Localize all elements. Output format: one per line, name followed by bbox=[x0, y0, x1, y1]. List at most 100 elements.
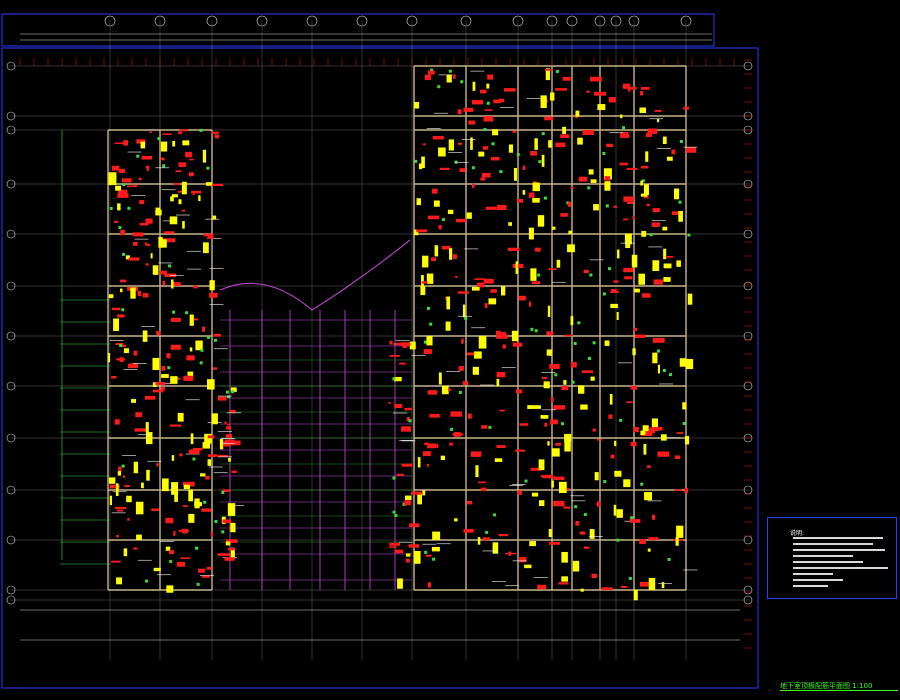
rebar-tag bbox=[461, 338, 464, 344]
rebar-tag bbox=[133, 547, 138, 550]
column-mark bbox=[657, 118, 660, 123]
rebar-tag bbox=[458, 366, 464, 371]
column-mark bbox=[438, 147, 446, 157]
column-mark bbox=[588, 169, 594, 175]
rebar-tag bbox=[231, 470, 238, 473]
column-mark bbox=[610, 303, 618, 309]
rebar-tag bbox=[183, 375, 194, 381]
axis-bubble bbox=[6, 179, 16, 189]
column-mark bbox=[508, 144, 514, 153]
rebar-tag bbox=[156, 462, 159, 467]
rebar-tag bbox=[550, 397, 554, 402]
green-mark bbox=[657, 349, 661, 353]
green-mark bbox=[516, 153, 520, 157]
rebar-tag bbox=[217, 396, 227, 401]
axis-bubble bbox=[743, 179, 753, 189]
rebar-tag bbox=[211, 131, 219, 135]
rebar-tag bbox=[498, 534, 508, 537]
green-mark bbox=[429, 68, 433, 72]
column-mark bbox=[470, 137, 473, 150]
rebar-tag bbox=[163, 231, 175, 234]
green-mark bbox=[622, 126, 626, 130]
column-mark bbox=[614, 470, 622, 477]
rebar-tag bbox=[507, 247, 520, 251]
column-mark bbox=[590, 179, 597, 183]
rebar-tag bbox=[159, 270, 167, 275]
axis-bubble bbox=[628, 15, 640, 27]
column-mark bbox=[604, 181, 611, 191]
rebar-tag bbox=[564, 334, 573, 337]
column-mark bbox=[182, 221, 185, 229]
rebar-tag bbox=[407, 407, 412, 411]
notes-line bbox=[793, 567, 888, 569]
rebar-tag bbox=[163, 238, 176, 243]
rebar-tag bbox=[457, 142, 463, 145]
column-mark bbox=[434, 245, 439, 257]
green-mark bbox=[543, 196, 547, 200]
green-mark bbox=[608, 267, 612, 271]
green-mark bbox=[119, 343, 123, 347]
column-mark bbox=[155, 209, 162, 216]
column-mark bbox=[131, 398, 136, 403]
rebar-tag bbox=[146, 243, 151, 246]
rebar-tag bbox=[549, 541, 560, 545]
rebar-tag bbox=[425, 554, 432, 557]
rebar-tag bbox=[519, 423, 529, 426]
column-mark bbox=[462, 304, 466, 318]
notes-heading: 说明: bbox=[790, 530, 805, 537]
rebar-tag bbox=[111, 560, 121, 563]
rebar-tag bbox=[406, 417, 410, 422]
rebar-tag bbox=[188, 449, 200, 455]
rebar-tag bbox=[498, 98, 505, 103]
green-mark bbox=[225, 390, 229, 394]
column-mark bbox=[135, 501, 144, 515]
column-mark bbox=[126, 495, 132, 503]
outer-frame bbox=[1, 13, 715, 47]
rebar-tag bbox=[477, 282, 485, 288]
rebar-tag bbox=[133, 241, 138, 246]
green-mark bbox=[199, 128, 203, 132]
column-mark bbox=[181, 181, 187, 195]
column-mark bbox=[152, 357, 160, 371]
column-mark bbox=[117, 203, 121, 211]
column-mark bbox=[513, 167, 517, 181]
ramp-curve bbox=[219, 239, 411, 311]
column-mark bbox=[471, 286, 480, 291]
rebar-tag bbox=[161, 366, 166, 371]
column-mark bbox=[651, 418, 659, 431]
column-mark bbox=[108, 172, 117, 186]
rebar-tag bbox=[622, 83, 631, 89]
column-mark bbox=[414, 229, 419, 236]
column-mark bbox=[188, 489, 193, 502]
column-mark bbox=[189, 314, 194, 326]
column-mark bbox=[547, 441, 550, 446]
column-mark bbox=[532, 182, 540, 192]
rebar-tag bbox=[111, 307, 121, 311]
green-mark bbox=[449, 427, 453, 431]
column-mark bbox=[642, 425, 649, 432]
rebar-tag bbox=[639, 538, 646, 545]
rebar-tag bbox=[468, 120, 476, 125]
rebar-tag bbox=[135, 412, 142, 418]
rebar-tag bbox=[518, 295, 526, 301]
column-mark bbox=[207, 379, 215, 390]
axis-bubble bbox=[743, 61, 753, 71]
green-mark bbox=[541, 132, 545, 136]
column-mark bbox=[633, 589, 638, 601]
rebar-tag bbox=[583, 546, 590, 549]
column-mark bbox=[446, 296, 451, 310]
column-mark bbox=[594, 472, 599, 481]
column-mark bbox=[130, 287, 136, 299]
column-mark bbox=[447, 209, 454, 215]
green-mark bbox=[573, 341, 577, 345]
green-mark bbox=[537, 273, 541, 277]
rebar-tag bbox=[181, 528, 188, 534]
rebar-tag bbox=[116, 535, 119, 538]
rebar-tag bbox=[480, 177, 486, 181]
green-mark bbox=[169, 560, 173, 564]
column-mark bbox=[575, 110, 580, 117]
rebar-tag bbox=[457, 109, 462, 115]
column-mark bbox=[564, 441, 571, 452]
column-mark bbox=[682, 402, 687, 410]
rebar-tag bbox=[471, 99, 483, 105]
